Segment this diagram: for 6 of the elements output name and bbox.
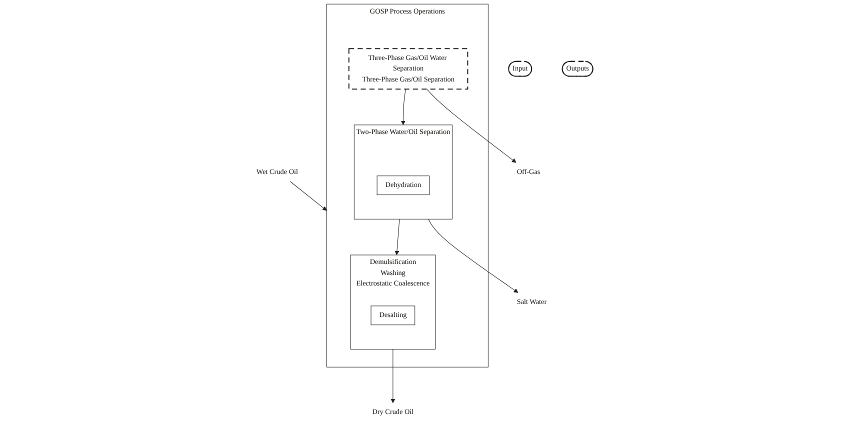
arrow bbox=[426, 88, 516, 163]
arrow bbox=[400, 88, 406, 126]
arrow bbox=[390, 348, 396, 404]
arrow bbox=[428, 218, 518, 293]
arrow bbox=[290, 181, 327, 211]
arrow bbox=[394, 218, 400, 256]
